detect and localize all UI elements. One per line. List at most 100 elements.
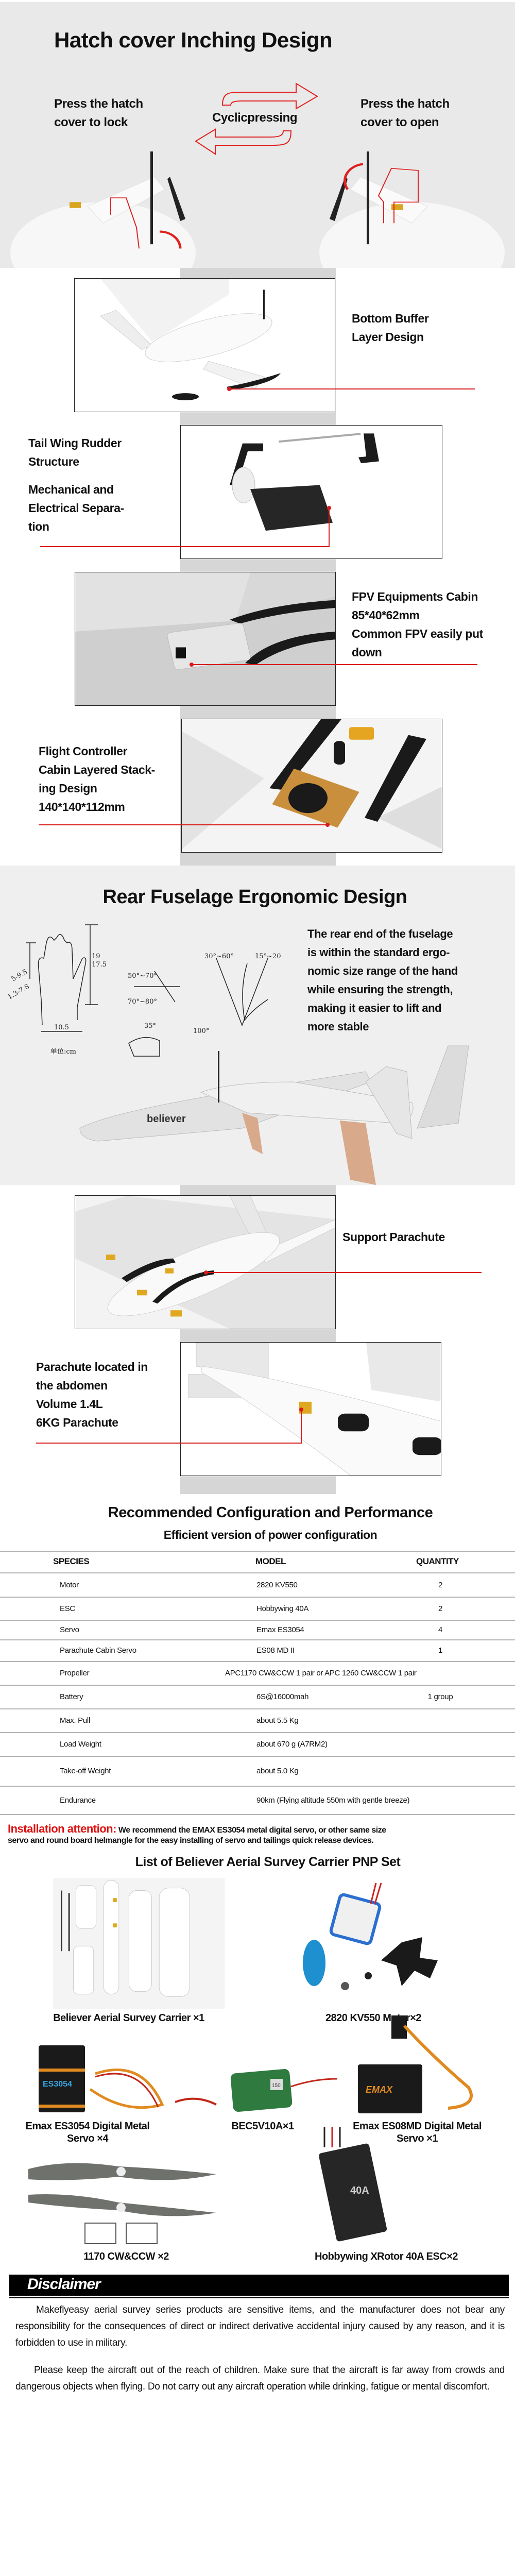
es3054-servo-image: ES3054 bbox=[39, 2045, 164, 2112]
cell-species: Load Weight bbox=[60, 1740, 101, 1749]
callout-line bbox=[39, 824, 328, 825]
cell-model: about 5.0 Kg bbox=[256, 1767, 299, 1775]
tail-rudder-image bbox=[180, 425, 442, 559]
disclaimer-title: Disclaimer bbox=[27, 2276, 101, 2293]
callout-dot bbox=[327, 506, 331, 510]
cycle-arrows-icon bbox=[195, 82, 318, 155]
table-divider bbox=[0, 1572, 515, 1573]
desc-line: more stable bbox=[307, 1020, 369, 1033]
hatch-title: Hatch cover Inching Design bbox=[54, 28, 333, 52]
caption-line: Emax ES3054 Digital Metal bbox=[25, 2121, 150, 2132]
cyclic-caption: Cyclicpressing bbox=[212, 111, 298, 125]
callout-line bbox=[301, 1410, 302, 1444]
cell-model: Hobbywing 40A bbox=[256, 1604, 309, 1613]
cell-model: 2820 KV550 bbox=[256, 1580, 298, 1589]
bec-image: 150 bbox=[175, 2069, 338, 2112]
callout-line bbox=[229, 388, 475, 389]
table-divider bbox=[0, 1786, 515, 1787]
installation-text-2: servo and round board helmangle for the … bbox=[8, 1836, 374, 1845]
pnp-caption: BEC5V10A×1 bbox=[231, 2121, 294, 2132]
desc-line: is within the standard ergo- bbox=[307, 946, 450, 959]
label-line: ing Design bbox=[39, 782, 97, 795]
label-line: Bottom Buffer bbox=[352, 312, 429, 325]
open-caption: Press the hatch cover to open bbox=[360, 95, 450, 132]
disclaimer-paragraph: Makeflyeasy aerial survey series product… bbox=[15, 2304, 505, 2348]
bec-label: 150 bbox=[272, 2083, 281, 2089]
angle-label: 70°~80° bbox=[128, 998, 157, 1006]
desc-line: while ensuring the strength, bbox=[307, 983, 453, 996]
motor-image bbox=[303, 1883, 438, 1990]
cell-quantity: 1 bbox=[438, 1646, 443, 1655]
pnp-caption: Hobbywing XRotor 40A ESC×2 bbox=[315, 2251, 458, 2262]
cell-model: Emax ES3054 bbox=[256, 1625, 304, 1634]
table-divider bbox=[0, 1639, 515, 1640]
label-line: the abdomen bbox=[36, 1379, 108, 1392]
support-parachute-label: Support Parachute bbox=[342, 1230, 445, 1244]
callout-line bbox=[40, 546, 330, 547]
abdomen-parachute-image bbox=[180, 1342, 441, 1476]
pnp-caption: Emax ES08MD Digital Metal Servo ×1 bbox=[340, 2120, 494, 2145]
label-line: Volume 1.4L bbox=[36, 1397, 103, 1411]
caption-line: Servo ×1 bbox=[397, 2133, 438, 2144]
installation-label: Installation attention: bbox=[8, 1822, 116, 1835]
label-line: 85*40*62mm bbox=[352, 608, 420, 622]
cell-species: Take-off Weight bbox=[60, 1767, 111, 1775]
table-divider bbox=[0, 1814, 515, 1815]
pnp-title: List of Believer Aerial Survey Carrier P… bbox=[135, 1855, 401, 1869]
cell-species: Motor bbox=[60, 1580, 79, 1589]
pnp-caption: Emax ES3054 Digital Metal Servo ×4 bbox=[10, 2120, 165, 2145]
lock-caption-line: cover to lock bbox=[54, 115, 128, 129]
esc-image: 40A bbox=[319, 2127, 387, 2242]
callout-line bbox=[36, 1443, 302, 1444]
ergonomic-section: Rear Fuselage Ergonomic Design The rear … bbox=[0, 866, 515, 1185]
cell-species: ESC bbox=[60, 1604, 75, 1613]
callout-line bbox=[206, 1272, 482, 1273]
flight-controller-image bbox=[181, 719, 442, 853]
hatch-aircraft-illustration bbox=[10, 151, 505, 268]
angle-label: 35° bbox=[144, 1022, 156, 1030]
servo-label: ES3054 bbox=[43, 2080, 72, 2089]
open-caption-line: cover to open bbox=[360, 115, 439, 129]
aircraft-held-by-hands: believer bbox=[79, 1045, 469, 1185]
label-line: FPV Equipments Cabin bbox=[352, 590, 478, 603]
cell-model: about 670 g (A7RM2) bbox=[256, 1740, 328, 1749]
open-caption-line: Press the hatch bbox=[360, 97, 450, 111]
product-page: Hatch cover Inching Design Press the hat… bbox=[0, 2, 515, 2392]
tail-rudder-label: Tail Wing Rudder Structure bbox=[28, 434, 122, 471]
label-line: Tail Wing Rudder bbox=[28, 436, 122, 450]
installation-text-1: We recommend the EMAX ES3054 metal digit… bbox=[118, 1826, 386, 1835]
table-divider bbox=[0, 1756, 515, 1757]
angle-label: 100° bbox=[193, 1027, 209, 1035]
cell-quantity: 2 bbox=[438, 1580, 443, 1589]
header-quantity: QUANTITY bbox=[416, 1556, 459, 1566]
pnp-caption: Believer Aerial Survey Carrier ×1 bbox=[53, 2012, 204, 2024]
label-line: Structure bbox=[28, 455, 79, 468]
callout-dot bbox=[299, 1408, 303, 1412]
es08md-servo-image: EMAX bbox=[358, 2015, 473, 2113]
pnp-caption: 1170 CW&CCW ×2 bbox=[83, 2251, 169, 2262]
cell-model: ES08 MD II bbox=[256, 1646, 295, 1655]
cell-species: Battery bbox=[60, 1692, 83, 1701]
cell-species: Max. Pull bbox=[60, 1716, 90, 1725]
support-parachute-image bbox=[75, 1195, 336, 1329]
dim-label: 19 bbox=[92, 953, 100, 960]
disclaimer-header: Disclaimer bbox=[9, 2275, 509, 2296]
table-divider bbox=[0, 1597, 515, 1598]
propellers-image bbox=[28, 2163, 216, 2244]
table-divider bbox=[0, 1620, 515, 1621]
label-line: Cabin Layered Stack- bbox=[39, 763, 155, 776]
cell-quantity: 4 bbox=[438, 1625, 443, 1634]
cell-model: 90km (Flying altitude 550m with gentle b… bbox=[256, 1795, 410, 1805]
table-divider bbox=[0, 1551, 515, 1552]
label-line: 140*140*112mm bbox=[39, 800, 125, 814]
label-line: tion bbox=[28, 520, 49, 533]
cell-model: APC1170 CW&CCW 1 pair or APC 1260 CW&CCW… bbox=[225, 1669, 417, 1677]
bottom-buffer-label: Bottom Buffer Layer Design bbox=[352, 309, 429, 346]
ergonomic-description: The rear end of the fuselage is within t… bbox=[307, 925, 458, 1036]
desc-line: The rear end of the fuselage bbox=[307, 927, 453, 940]
disclaimer-rule bbox=[9, 2297, 509, 2298]
angle-label: 50°~70° bbox=[128, 972, 157, 980]
caption-line: Servo ×4 bbox=[67, 2133, 108, 2144]
disclaimer-paragraph: Please keep the aircraft out of the reac… bbox=[15, 2365, 505, 2392]
label-line: down bbox=[352, 646, 382, 659]
